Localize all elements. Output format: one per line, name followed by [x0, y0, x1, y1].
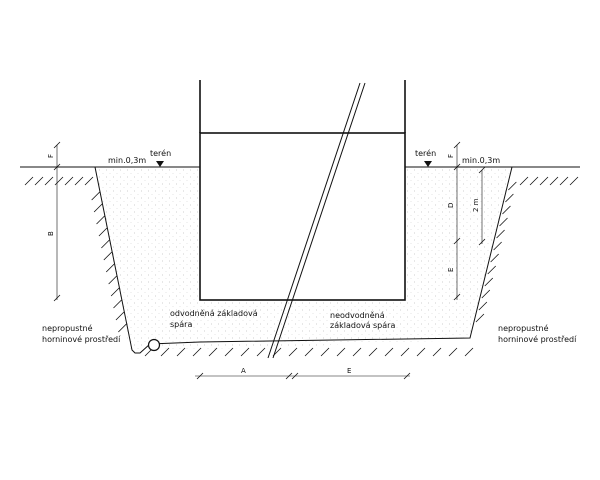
hatch-stroke	[93, 203, 103, 213]
terrain-label-right: terén	[415, 148, 436, 158]
dimension-left	[53, 141, 61, 302]
impermeable-label-right-line2: horninové prostředí	[498, 334, 577, 344]
hatch-stroke	[416, 347, 426, 357]
hatch-stroke	[24, 176, 34, 186]
hatch-stroke	[432, 347, 442, 357]
impermeable-label-right-line1: nepropustné	[498, 323, 549, 333]
hatch-stroke	[493, 241, 502, 251]
hatch-stroke	[91, 191, 100, 201]
impermeable-label-left-line1: nepropustné	[42, 323, 93, 333]
dim-label-D: D	[447, 203, 455, 208]
dim-label-E-horizontal: E	[347, 367, 351, 375]
section-line	[267, 82, 366, 359]
drained-joint-label-line2: spára	[170, 320, 192, 329]
hatch-stroke	[549, 176, 559, 186]
hatch-stroke	[539, 176, 549, 186]
impermeable-label-left-line2: horninové prostředí	[42, 334, 121, 344]
dim-label-F-left: F	[47, 154, 55, 158]
hatch-stroke	[559, 176, 569, 186]
hatch-stroke	[224, 347, 234, 357]
soil-hatching-right	[475, 176, 579, 323]
terrain-marker-right-icon	[424, 161, 432, 167]
hatch-stroke	[110, 287, 120, 297]
hatch-stroke	[64, 176, 74, 186]
hatch-stroke	[84, 176, 94, 186]
hatch-stroke	[54, 176, 64, 186]
hatch-stroke	[240, 347, 250, 357]
hatch-stroke	[44, 176, 54, 186]
hatch-stroke	[484, 277, 494, 287]
hatch-stroke	[101, 239, 110, 249]
dimension-bottom	[195, 372, 411, 380]
hatch-stroke	[208, 347, 218, 357]
dim-label-2m: 2 m	[472, 198, 480, 212]
hatch-stroke	[481, 289, 491, 299]
hatch-stroke	[487, 265, 497, 275]
hatch-stroke	[108, 275, 117, 285]
hatch-stroke	[103, 251, 113, 261]
drain-pipe-icon	[147, 338, 161, 352]
dimension-right	[453, 141, 461, 301]
undrained-joint-label-line2: základová spára	[330, 321, 395, 330]
hatch-stroke	[113, 299, 122, 309]
hatch-stroke	[256, 347, 266, 357]
dim-label-B: B	[47, 231, 55, 236]
hatch-stroke	[304, 347, 314, 357]
min-depth-label-right: min.0,3m	[462, 156, 500, 165]
terrain-label-left: terén	[150, 148, 171, 158]
hatch-stroke	[490, 253, 499, 263]
hatch-stroke	[105, 263, 115, 273]
hatch-stroke	[336, 347, 346, 357]
hatch-stroke	[496, 229, 505, 239]
hatch-stroke	[529, 176, 539, 186]
foundation-block	[199, 80, 406, 301]
hatch-stroke	[475, 313, 485, 323]
hatch-stroke	[98, 227, 108, 237]
hatch-stroke	[505, 193, 514, 203]
hatch-stroke	[502, 205, 511, 215]
terrain-marker-left-icon	[156, 161, 164, 167]
hatch-stroke	[352, 347, 362, 357]
dimension-2m	[478, 166, 486, 246]
undrained-joint-label-line1: neodvodněná	[330, 311, 385, 320]
hatch-stroke	[288, 347, 298, 357]
hatch-stroke	[499, 217, 508, 227]
hatch-stroke	[160, 347, 170, 357]
dim-label-F-right: F	[447, 154, 455, 158]
hatch-stroke	[384, 347, 394, 357]
hatch-stroke	[519, 176, 529, 186]
hatch-stroke	[448, 347, 458, 357]
soil-hatching-bottom	[144, 347, 474, 357]
drained-joint-label-line1: odvodněná základová	[170, 309, 258, 318]
hatch-stroke	[478, 301, 488, 311]
hatch-stroke	[34, 176, 44, 186]
hatch-stroke	[400, 347, 410, 357]
hatch-stroke	[192, 347, 202, 357]
min-depth-label-left: min.0,3m	[108, 156, 146, 165]
hatch-stroke	[115, 311, 125, 321]
dim-label-A: A	[241, 367, 246, 375]
soil-hatching-left	[24, 176, 127, 333]
hatch-stroke	[464, 347, 474, 357]
hatch-stroke	[96, 215, 105, 225]
hatch-stroke	[320, 347, 330, 357]
hatch-stroke	[569, 176, 579, 186]
hatch-stroke	[176, 347, 186, 357]
hatch-stroke	[368, 347, 378, 357]
hatch-stroke	[74, 176, 84, 186]
dim-label-E-vertical: E	[447, 268, 455, 272]
hatch-stroke	[118, 323, 127, 333]
excavation-outline	[94, 166, 513, 354]
hatch-stroke	[508, 181, 517, 191]
